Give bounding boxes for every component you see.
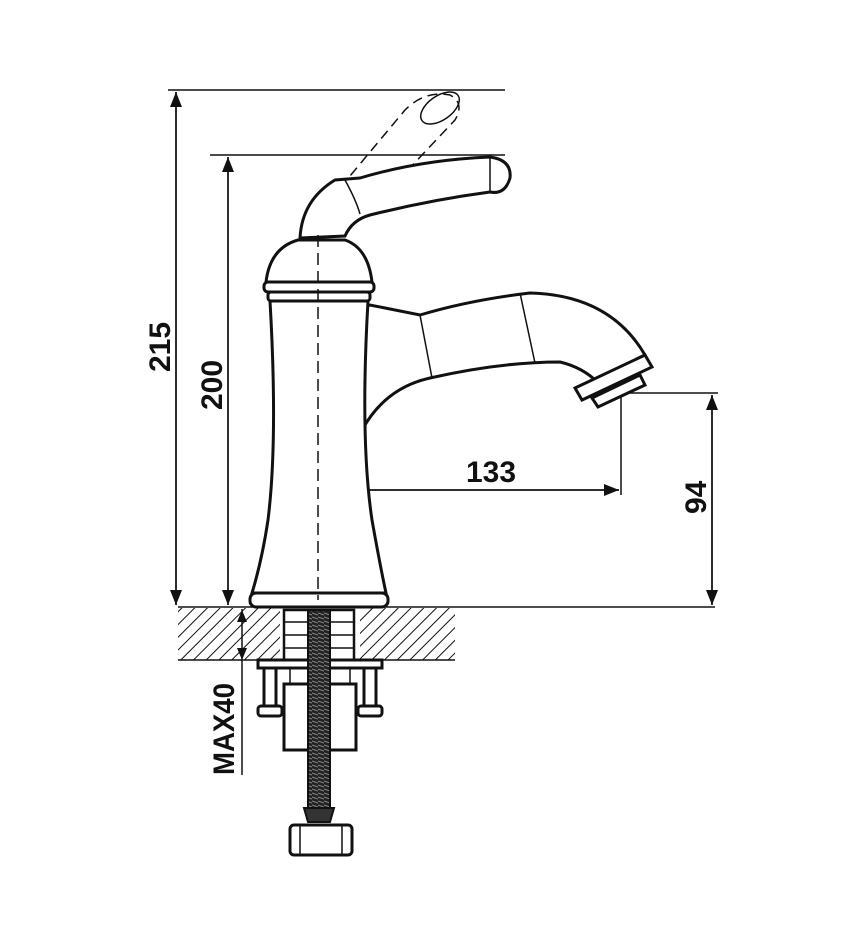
label-133: 133 — [466, 456, 516, 489]
threaded-rod — [302, 609, 336, 823]
handle-open-position — [329, 91, 461, 206]
faucet-handle — [298, 155, 512, 240]
label-max40: MAX40 — [208, 683, 241, 775]
hose-nut — [288, 823, 354, 857]
dimension-max-deck: MAX40 — [208, 609, 247, 775]
dimension-spout-height: 200 — [196, 154, 505, 605]
label-200: 200 — [196, 360, 229, 410]
label-215: 215 — [144, 322, 177, 372]
label-94: 94 — [680, 480, 713, 514]
faucet-cap — [262, 238, 376, 303]
dimension-outlet-height: 94 — [625, 392, 718, 605]
countertop — [178, 606, 715, 661]
faucet-spout — [323, 291, 655, 432]
dimension-total-height: 215 — [144, 89, 505, 605]
faucet-body — [248, 299, 390, 609]
